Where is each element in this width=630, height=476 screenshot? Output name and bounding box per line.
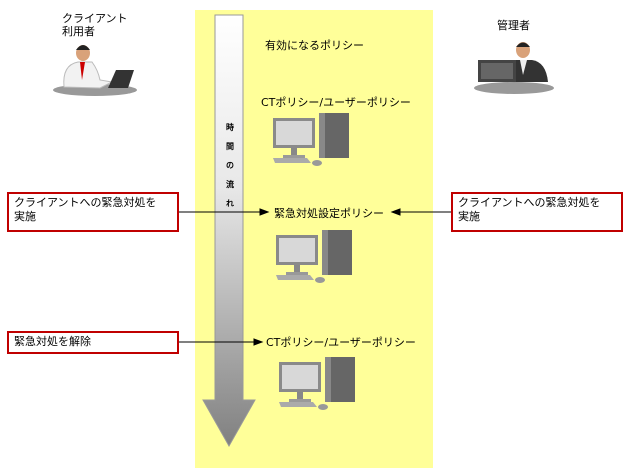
time-flow-char: 流 <box>226 180 234 189</box>
action-text-line2: 実施 <box>458 210 480 223</box>
client-user-icon <box>53 45 137 96</box>
admin-emergency-action-box: クライアントへの緊急対処を 実施 <box>451 192 623 232</box>
action-text-line2: 実施 <box>14 210 36 223</box>
computer-icon <box>276 230 352 283</box>
admin-label: 管理者 <box>497 19 530 32</box>
connector-arrows <box>178 208 452 346</box>
policy-label: 緊急対処設定ポリシー <box>274 207 384 220</box>
time-flow-char: の <box>226 161 234 170</box>
time-flow-char: 間 <box>226 142 234 151</box>
policy-label: CTポリシー/ユーザーポリシー <box>261 96 411 109</box>
release-action-box: 緊急対処を解除 <box>7 331 179 354</box>
panel-title: 有効になるポリシー <box>265 39 364 52</box>
time-flow-char: れ <box>226 199 234 208</box>
client-emergency-action-box: クライアントへの緊急対処を 実施 <box>7 192 179 232</box>
time-flow-char: 時 <box>226 123 234 132</box>
action-text-line1: クライアントへの緊急対処を <box>458 196 601 209</box>
client-label-line2: 利用者 <box>62 25 95 38</box>
computer-icon <box>279 357 355 410</box>
computer-icon <box>273 113 349 166</box>
client-label-line1: クライアント <box>62 12 128 25</box>
time-arrow <box>202 14 256 448</box>
admin-user-icon <box>474 42 554 94</box>
release-text: 緊急対処を解除 <box>14 335 91 348</box>
policy-label: CTポリシー/ユーザーポリシー <box>266 336 416 349</box>
client-user-label: クライアント 利用者 <box>62 12 128 38</box>
time-flow-label: 時 間 の 流 れ <box>222 118 238 213</box>
action-text-line1: クライアントへの緊急対処を <box>14 196 157 209</box>
